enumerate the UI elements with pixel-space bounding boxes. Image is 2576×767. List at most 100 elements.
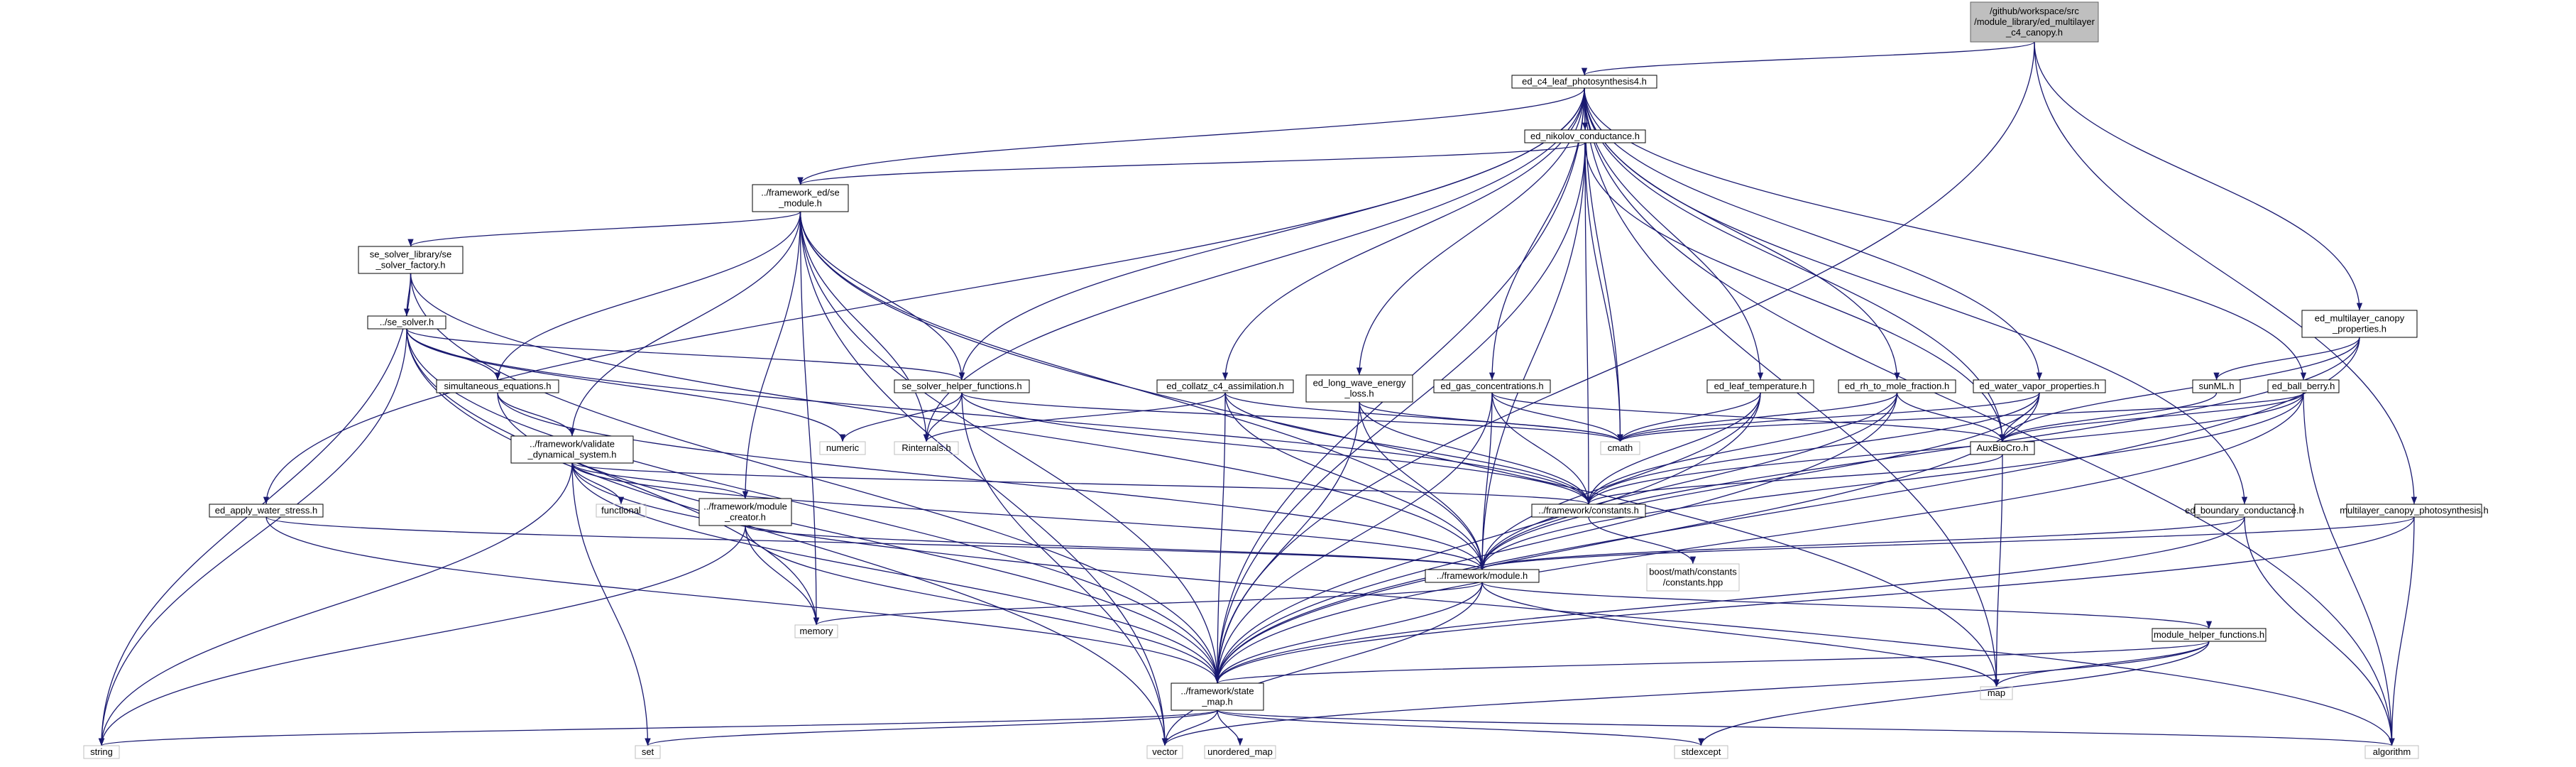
node-layer: /github/workspace/src/module_library/ed_… [83, 1, 2489, 759]
edge-rh-to-aux [1896, 392, 2006, 442]
edge-mc-to-mod [745, 525, 1485, 570]
node-label-mlp: multilayer_canopy_photosynthesis.h [2340, 505, 2489, 516]
edge-mc-to-sm [745, 525, 1221, 684]
node-box-cmath [1600, 441, 1640, 455]
edge-nik-to-con [1584, 142, 1592, 505]
node-col[interactable]: ed_collatz_c4_assimilation.h [1156, 379, 1294, 393]
node-sun[interactable]: sunML.h [2192, 379, 2241, 393]
node-fse[interactable]: ../framework_ed/se_module.h [752, 184, 849, 212]
node-mc[interactable]: ../framework/module_creator.h [698, 498, 792, 526]
edge-ltp-to-cmath [1617, 392, 1761, 442]
node-wvp[interactable]: ed_water_vapor_properties.h [1973, 379, 2106, 393]
edge-mhf-to-sexc [1698, 641, 2210, 746]
node-mem: memory [794, 624, 838, 638]
edge-fse-to-vds [569, 211, 801, 437]
edge-mhf-to-sm [1215, 641, 2210, 684]
edge-bb-to-cmath [1617, 392, 2304, 442]
node-mcp[interactable]: ed_multilayer_canopy_properties.h [2301, 310, 2418, 338]
edge-lwe-to-mod [1359, 401, 1486, 570]
edge-shf-to-cmath [961, 392, 1623, 442]
node-bnd[interactable]: ed_boundary_conductance.h [2185, 504, 2304, 518]
node-sm[interactable]: ../framework/state_map.h [1171, 682, 1264, 711]
node-label-wvp: ed_water_vapor_properties.h [1979, 381, 2099, 391]
edge-vds-to-str [98, 462, 573, 746]
node-mhf[interactable]: module_helper_functions.h [2152, 628, 2267, 642]
node-set: set [635, 745, 661, 759]
edge-ltp-to-sm [1214, 392, 1761, 684]
edge-col-to-sm [1214, 392, 1226, 684]
node-con[interactable]: ../framework/constants.h [1531, 504, 1646, 518]
edge-root-to-sm [1214, 41, 2035, 684]
edge-vds-to-mc [571, 462, 749, 499]
node-box-umap [1204, 745, 1276, 759]
edge-sm-to-str [99, 709, 1218, 746]
node-cmath: cmath [1600, 441, 1640, 455]
node-map: map [1980, 686, 2013, 700]
node-box-gas [1433, 379, 1551, 393]
edge-bb-to-alg [2303, 392, 2395, 746]
edge-ses-to-mem [406, 328, 820, 626]
node-label-sm: ../framework/state [1180, 686, 1254, 697]
edge-root-to-mcp [2034, 41, 2363, 311]
node-label-root: /github/workspace/src [1990, 6, 2079, 16]
node-label-func: functional [601, 505, 641, 516]
edge-mod-to-map [1481, 582, 2000, 687]
node-box-ses [367, 315, 446, 330]
edge-ltp-to-mod [1479, 392, 1761, 570]
node-rh[interactable]: ed_rh_to_mole_fraction.h [1838, 379, 1956, 393]
node-box-str [83, 745, 120, 759]
node-ps4[interactable]: ed_c4_leaf_photosynthesis4.h [1511, 75, 1657, 89]
edge-aux-to-con [1586, 454, 2003, 505]
edge-shf-to-vec [961, 392, 1168, 746]
node-ltp[interactable]: ed_leaf_temperature.h [1706, 379, 1814, 393]
edge-sm-to-vec [1161, 709, 1218, 746]
node-shf[interactable]: se_solver_helper_functions.h [894, 379, 1030, 393]
edge-fse-to-ssf [407, 211, 801, 247]
node-box-mod [1425, 569, 1540, 583]
node-root[interactable]: /github/workspace/src/module_library/ed_… [1970, 1, 2099, 43]
node-aux[interactable]: AuxBioCro.h [1970, 441, 2035, 455]
node-sim[interactable]: simultaneous_equations.h [436, 379, 559, 393]
node-box-vec [1146, 745, 1183, 759]
node-aws[interactable]: ed_apply_water_stress.h [209, 504, 324, 518]
node-box-wvp [1973, 379, 2106, 393]
edge-fse-to-vec [799, 211, 1168, 746]
node-label-nik: ed_nikolov_conductance.h [1530, 131, 1640, 141]
node-bb[interactable]: ed_ball_berry.h [2267, 379, 2340, 393]
node-ssf[interactable]: se_solver_library/se_solver_factory.h [358, 246, 464, 274]
node-label-ps4: ed_c4_leaf_photosynthesis4.h [1522, 76, 1647, 87]
node-label-sm: _map.h [1201, 697, 1232, 707]
node-ses[interactable]: ../se_solver.h [367, 315, 446, 330]
node-box-root [1970, 1, 2099, 43]
edge-sim-to-vds [497, 392, 576, 437]
edge-rh-to-cmath [1617, 392, 1898, 442]
edge-sm-to-umap [1217, 709, 1244, 746]
node-label-boost: boost/math/constants [1649, 567, 1737, 577]
edge-rh-to-sm [1214, 392, 1898, 684]
node-lwe[interactable]: ed_long_wave_energy_loss.h [1305, 374, 1413, 403]
node-label-alg: algorithm [2373, 746, 2411, 757]
node-box-rint [894, 441, 959, 455]
node-label-lwe: _loss.h [1344, 388, 1374, 399]
edge-ps4-to-wvp [1584, 87, 2043, 381]
edge-lwe-to-cmath [1359, 401, 1623, 442]
node-str: string [83, 745, 120, 759]
node-box-ssf [358, 246, 464, 274]
node-mlp[interactable]: multilayer_canopy_photosynthesis.h [2340, 504, 2489, 518]
node-vec: vector [1146, 745, 1183, 759]
edge-mod-to-vec [1161, 582, 1483, 746]
edge-ses-to-shf [406, 328, 965, 381]
node-label-umap: unordered_map [1207, 746, 1273, 757]
node-mod[interactable]: ../framework/module.h [1425, 569, 1540, 583]
node-box-nik [1524, 129, 1646, 143]
edge-wvp-to-con [1585, 392, 2040, 505]
node-func: functional [596, 504, 647, 518]
edge-nik-to-cmath [1584, 142, 1623, 442]
node-gas[interactable]: ed_gas_concentrations.h [1433, 379, 1551, 393]
edge-ses-to-num [406, 328, 846, 442]
node-label-rint: Rinternals.h [901, 442, 950, 453]
edge-bb-to-sm [1214, 392, 2304, 684]
node-vds[interactable]: ../framework/validate_dynamical_system.h [510, 435, 634, 464]
node-nik[interactable]: ed_nikolov_conductance.h [1524, 129, 1646, 143]
node-label-root: /module_library/ed_multilayer [1974, 16, 2095, 27]
